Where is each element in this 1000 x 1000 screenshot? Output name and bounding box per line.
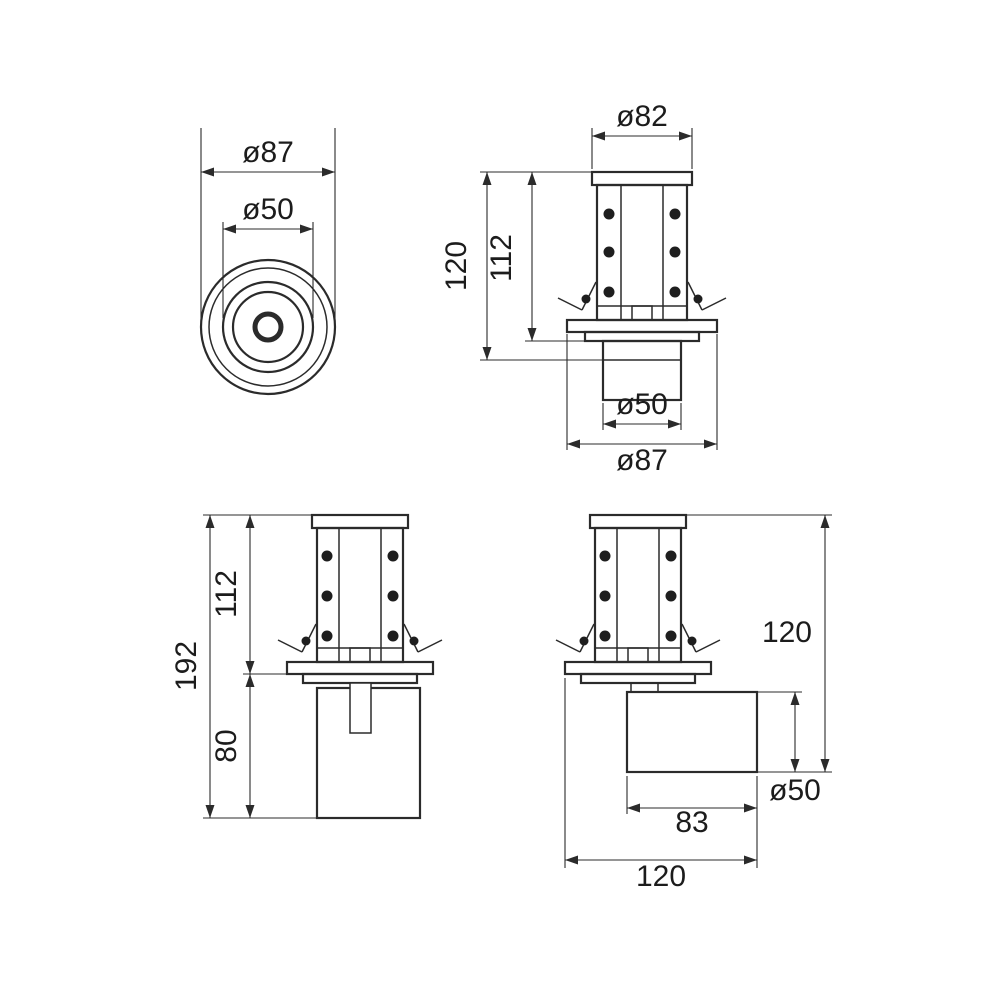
screw-dot [669, 246, 681, 258]
dim-front-cutout-diameter: ø82 [591, 100, 693, 169]
screw-dot [603, 246, 615, 258]
screw-dot [669, 208, 681, 220]
dim-label-inner-diameter: ø50 [242, 193, 294, 226]
trim-inner-circle [208, 267, 328, 387]
clip-pivot [687, 636, 697, 646]
screw-dot [321, 590, 333, 602]
dim-driver-height: 120 [686, 514, 832, 773]
clip-pivot [581, 294, 591, 304]
recessed-housing [601, 339, 683, 402]
dim-driver-can-diameter: ø50 [757, 691, 821, 807]
dim-driver-overall-width: 120 [564, 678, 757, 893]
dim-front-total-depth: 120 [440, 171, 603, 361]
dim-label-housing-diameter: ø50 [616, 388, 668, 421]
screw-dot [387, 630, 399, 642]
screw-dot [603, 208, 615, 220]
dim-label-can-diameter: ø50 [769, 774, 821, 807]
dim-label-trim-diameter: ø87 [616, 444, 668, 477]
driver-fixture-body [555, 513, 759, 774]
dim-label-cutout-diameter: ø82 [616, 100, 668, 133]
spring-clip-arm [555, 639, 581, 653]
top-cap [310, 513, 410, 530]
led-module [631, 305, 653, 321]
dim-label-recess-depth: 112 [485, 234, 518, 282]
front-fixture-body [557, 170, 727, 402]
clip-pivot [579, 636, 589, 646]
led-module [627, 647, 649, 663]
dim-side-lower-height: 80 [210, 674, 255, 818]
top-cap [590, 170, 694, 187]
dim-label-can-length: 83 [675, 806, 708, 839]
clip-pivot [301, 636, 311, 646]
screw-dot [387, 590, 399, 602]
dim-label-overall-width: 120 [636, 860, 686, 893]
dim-label-height: 120 [762, 616, 812, 649]
trim-lip [301, 672, 419, 685]
screw-dot [387, 550, 399, 562]
screw-dot [665, 590, 677, 602]
side-fixture-body [277, 513, 443, 820]
screw-dot [665, 550, 677, 562]
view-driver: 120 ø50 83 120 [555, 513, 832, 893]
screw-dot [599, 590, 611, 602]
led-module [349, 647, 371, 663]
top-cap [588, 513, 688, 530]
view-side: 192 112 80 [170, 513, 443, 820]
bezel-inner-circle [231, 290, 305, 364]
screw-dot [599, 550, 611, 562]
trim-lip [579, 672, 697, 685]
trim-flange [565, 318, 719, 334]
dim-front-housing-diameter: ø50 [602, 388, 682, 430]
top-view-circles [199, 258, 337, 396]
view-front: ø82 120 112 ø50 ø87 [440, 100, 727, 477]
dim-top-inner-diameter: ø50 [222, 193, 314, 318]
screw-dot [321, 550, 333, 562]
trim-flange [563, 660, 713, 676]
clip-pivot [693, 294, 703, 304]
screw-dot [321, 630, 333, 642]
dim-driver-can-length: 83 [626, 776, 758, 868]
dim-front-recess-depth: 112 [485, 172, 585, 342]
dim-label-upper-height: 112 [210, 570, 243, 618]
screw-dot [603, 286, 615, 298]
dim-front-trim-diameter: ø87 [566, 334, 718, 477]
spring-clip-arm [277, 639, 303, 653]
dim-label-total-depth: 120 [440, 241, 473, 291]
spring-clip-arm [557, 297, 583, 311]
dim-label-total-height: 192 [170, 641, 203, 691]
dim-top-outer-diameter: ø87 [200, 128, 336, 322]
screw-dot [669, 286, 681, 298]
trim-flange [285, 660, 435, 676]
lens-circle [252, 311, 284, 343]
bezel-outer-circle [221, 280, 315, 374]
dim-label-lower-height: 80 [210, 729, 243, 762]
dim-label-outer-diameter: ø87 [242, 136, 294, 169]
spring-clip-arm [695, 639, 721, 653]
screw-dot [665, 630, 677, 642]
connector-neck [349, 682, 372, 734]
spring-clip-arm [417, 639, 443, 653]
dim-side-total-height: 192 [170, 514, 317, 819]
dim-side-upper-height: 112 [210, 515, 287, 675]
view-top: ø87 ø50 [199, 128, 337, 396]
screw-dot [599, 630, 611, 642]
driver-can [625, 690, 759, 774]
spring-clip-arm [701, 297, 727, 311]
clip-pivot [409, 636, 419, 646]
trim-outer-circle [199, 258, 337, 396]
trim-lip [583, 330, 701, 343]
